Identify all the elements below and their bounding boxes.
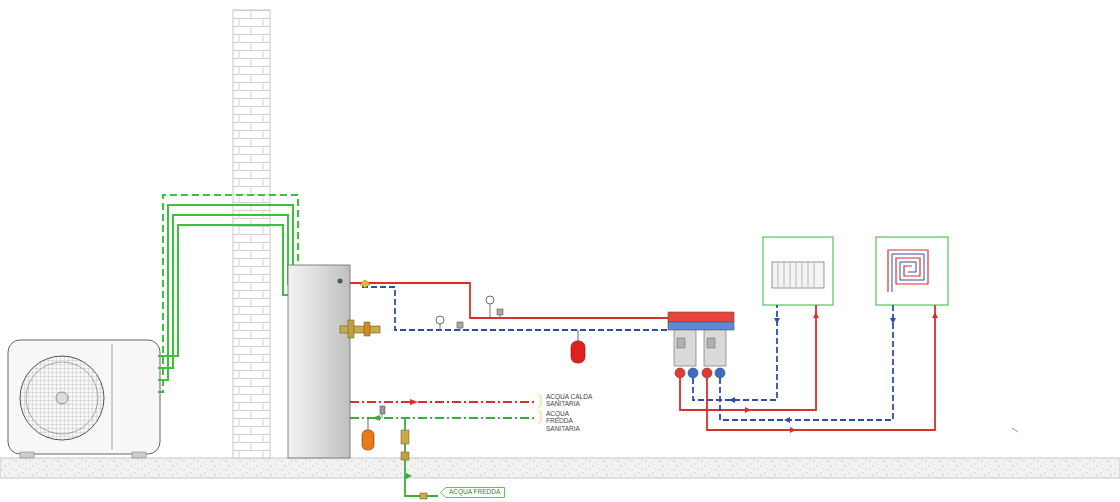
pipe-label: ACQUA CALDA SANITARIA	[546, 393, 594, 408]
tag-shape	[441, 488, 505, 498]
inlet-tag: ACQUA FREDDA	[440, 487, 505, 498]
inlet-label: ACQUA FREDDA	[449, 489, 501, 496]
pipe-label: ACQUA FREDDA SANITARIA	[546, 410, 594, 432]
